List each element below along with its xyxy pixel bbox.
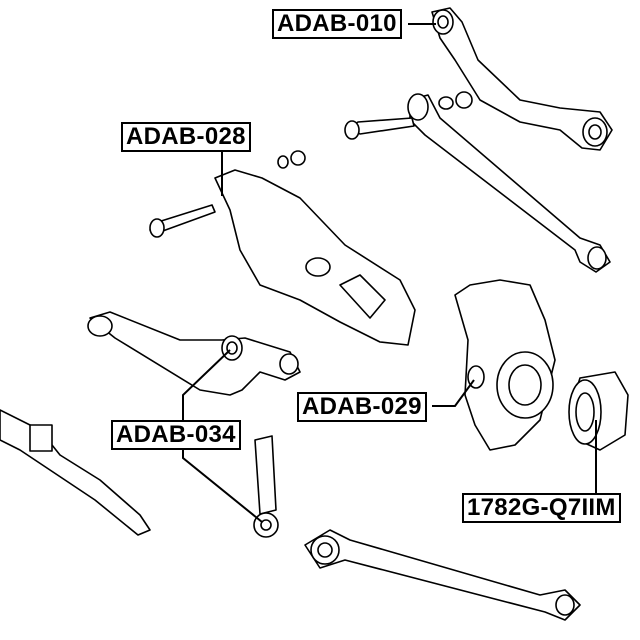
camber-arm (87, 311, 301, 396)
lower-control-arm (149, 150, 416, 346)
label-adab-028: ADAB-028 (121, 122, 251, 152)
upper-control-arm (431, 7, 613, 151)
label-1782g-q7iim: 1782G-Q7IIM (462, 493, 621, 523)
leader-line-034a (182, 349, 231, 420)
label-adab-029: ADAB-029 (297, 392, 427, 422)
steering-knuckle (454, 279, 556, 451)
wheel-hub-bearing (568, 371, 629, 451)
stabilizer-bar (0, 409, 279, 538)
leader-line-034b (182, 448, 263, 523)
lateral-link (344, 91, 611, 273)
label-adab-010: ADAB-010 (272, 9, 402, 39)
label-adab-034: ADAB-034 (111, 420, 241, 450)
toe-link (304, 529, 581, 621)
leader-line-029 (432, 379, 475, 407)
